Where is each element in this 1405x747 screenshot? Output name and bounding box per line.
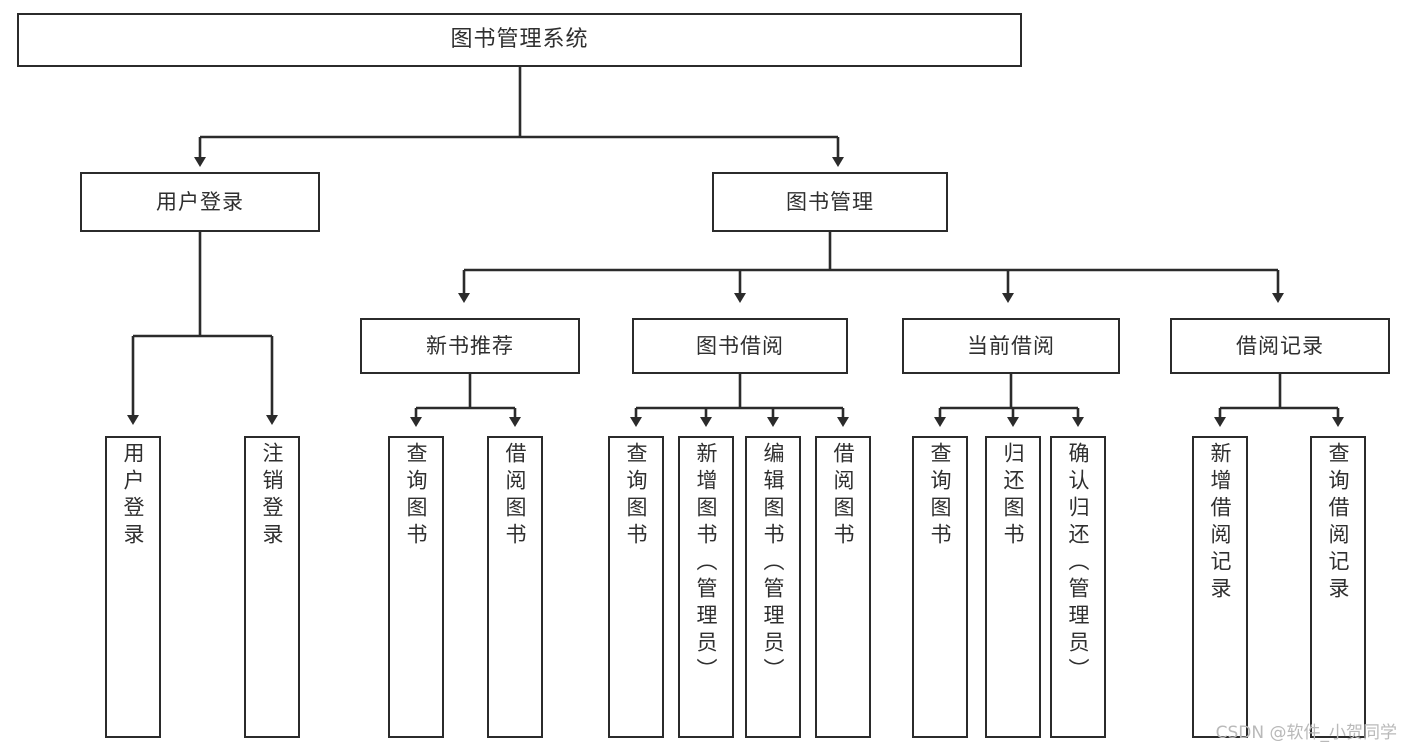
node-leaf-user-login[interactable]: 用户登录 — [105, 436, 161, 738]
node-current-borrow-label: 当前借阅 — [967, 333, 1055, 358]
node-leaf-add-book[interactable]: 新增图书（管理员） — [678, 436, 734, 738]
node-current-borrow[interactable]: 当前借阅 — [902, 318, 1120, 374]
node-book-manage-label: 图书管理 — [786, 189, 874, 214]
node-book-borrow-label: 图书借阅 — [696, 333, 784, 358]
node-book-manage[interactable]: 图书管理 — [712, 172, 948, 232]
node-leaf-query-borrow-record[interactable]: 查询借阅记录 — [1310, 436, 1366, 738]
node-leaf-confirm-return-label: 确认归还（管理员） — [1066, 442, 1091, 685]
node-leaf-user-login-label: 用户登录 — [121, 442, 146, 550]
node-leaf-query-book-2[interactable]: 查询图书 — [608, 436, 664, 738]
node-book-borrow[interactable]: 图书借阅 — [632, 318, 848, 374]
node-user-login[interactable]: 用户登录 — [80, 172, 320, 232]
node-leaf-query-book-3[interactable]: 查询图书 — [912, 436, 968, 738]
watermark: CSDN @软件_小贺同学 — [1215, 723, 1397, 743]
node-leaf-confirm-return[interactable]: 确认归还（管理员） — [1050, 436, 1106, 738]
node-root-label: 图书管理系统 — [450, 27, 589, 53]
node-leaf-logout-label: 注销登录 — [260, 442, 285, 550]
node-leaf-query-borrow-record-label: 查询借阅记录 — [1326, 442, 1351, 604]
node-borrow-record-label: 借阅记录 — [1236, 333, 1324, 358]
node-leaf-query-book-1[interactable]: 查询图书 — [388, 436, 444, 738]
node-leaf-edit-book-label: 编辑图书（管理员） — [761, 442, 786, 685]
node-leaf-borrow-book-2-label: 借阅图书 — [831, 442, 856, 550]
node-leaf-borrow-book-1[interactable]: 借阅图书 — [487, 436, 543, 738]
node-new-book-recommend[interactable]: 新书推荐 — [360, 318, 580, 374]
node-leaf-query-book-1-label: 查询图书 — [404, 442, 429, 550]
node-borrow-record[interactable]: 借阅记录 — [1170, 318, 1390, 374]
node-leaf-return-book[interactable]: 归还图书 — [985, 436, 1041, 738]
node-leaf-add-borrow-record-label: 新增借阅记录 — [1208, 442, 1233, 604]
node-leaf-borrow-book-2[interactable]: 借阅图书 — [815, 436, 871, 738]
node-leaf-query-book-2-label: 查询图书 — [624, 442, 649, 550]
node-leaf-query-book-3-label: 查询图书 — [928, 442, 953, 550]
node-new-book-recommend-label: 新书推荐 — [426, 333, 514, 358]
node-user-login-label: 用户登录 — [156, 189, 244, 214]
node-leaf-add-book-label: 新增图书（管理员） — [694, 442, 719, 685]
node-root[interactable]: 图书管理系统 — [17, 13, 1022, 67]
node-leaf-borrow-book-1-label: 借阅图书 — [503, 442, 528, 550]
node-leaf-add-borrow-record[interactable]: 新增借阅记录 — [1192, 436, 1248, 738]
node-leaf-return-book-label: 归还图书 — [1001, 442, 1026, 550]
node-leaf-logout[interactable]: 注销登录 — [244, 436, 300, 738]
node-leaf-edit-book[interactable]: 编辑图书（管理员） — [745, 436, 801, 738]
